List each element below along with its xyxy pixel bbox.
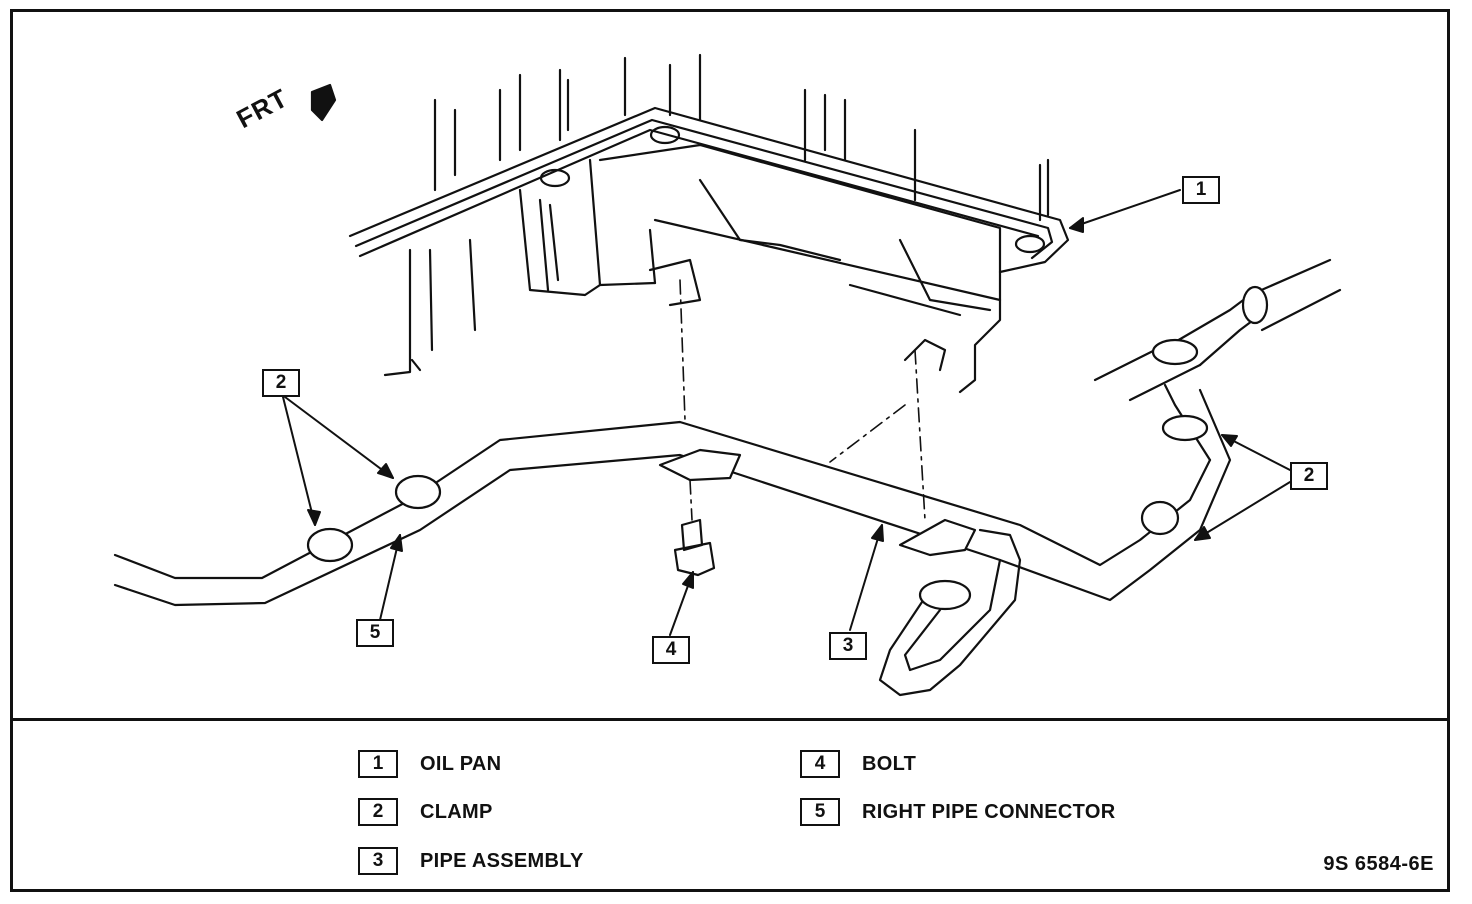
legend-label: OIL PAN (420, 752, 502, 775)
callout-clamp-right: 2 (1290, 462, 1328, 490)
legend-item: 1 OIL PAN (358, 749, 501, 779)
legend-item: 4 BOLT (800, 749, 916, 779)
leader-lines (282, 189, 1291, 636)
callout-pipe-assembly: 3 (829, 632, 867, 660)
illustration (13, 12, 1447, 719)
legend-number: 5 (800, 798, 840, 826)
legend-number: 4 (800, 750, 840, 778)
legend-label: PIPE ASSEMBLY (420, 849, 584, 872)
callout-oil-pan: 1 (1182, 176, 1220, 204)
legend-label: CLAMP (420, 800, 493, 823)
figure-id: 9S 6584-6E (1323, 853, 1434, 875)
clamps (306, 285, 1269, 611)
callout-bolt: 4 (652, 636, 690, 664)
legend-label: BOLT (862, 752, 917, 775)
legend-label: RIGHT PIPE CONNECTOR (862, 800, 1116, 823)
pipe-assembly (113, 258, 1342, 697)
bolt-part (673, 518, 716, 577)
legend-number: 2 (358, 798, 398, 826)
frt-arrow-icon (310, 83, 337, 122)
diagram-frame (10, 9, 1450, 892)
legend-number: 1 (358, 750, 398, 778)
oil-pan (348, 53, 1070, 394)
alignment-lines (679, 279, 926, 521)
callout-clamp-left: 2 (262, 369, 300, 397)
legend-item: 5 RIGHT PIPE CONNECTOR (800, 797, 1115, 827)
legend-item: 2 CLAMP (358, 797, 493, 827)
legend-item: 3 PIPE ASSEMBLY (358, 846, 584, 876)
callout-right-pipe-connector: 5 (356, 619, 394, 647)
legend-number: 3 (358, 847, 398, 875)
legend-divider (13, 718, 1447, 721)
